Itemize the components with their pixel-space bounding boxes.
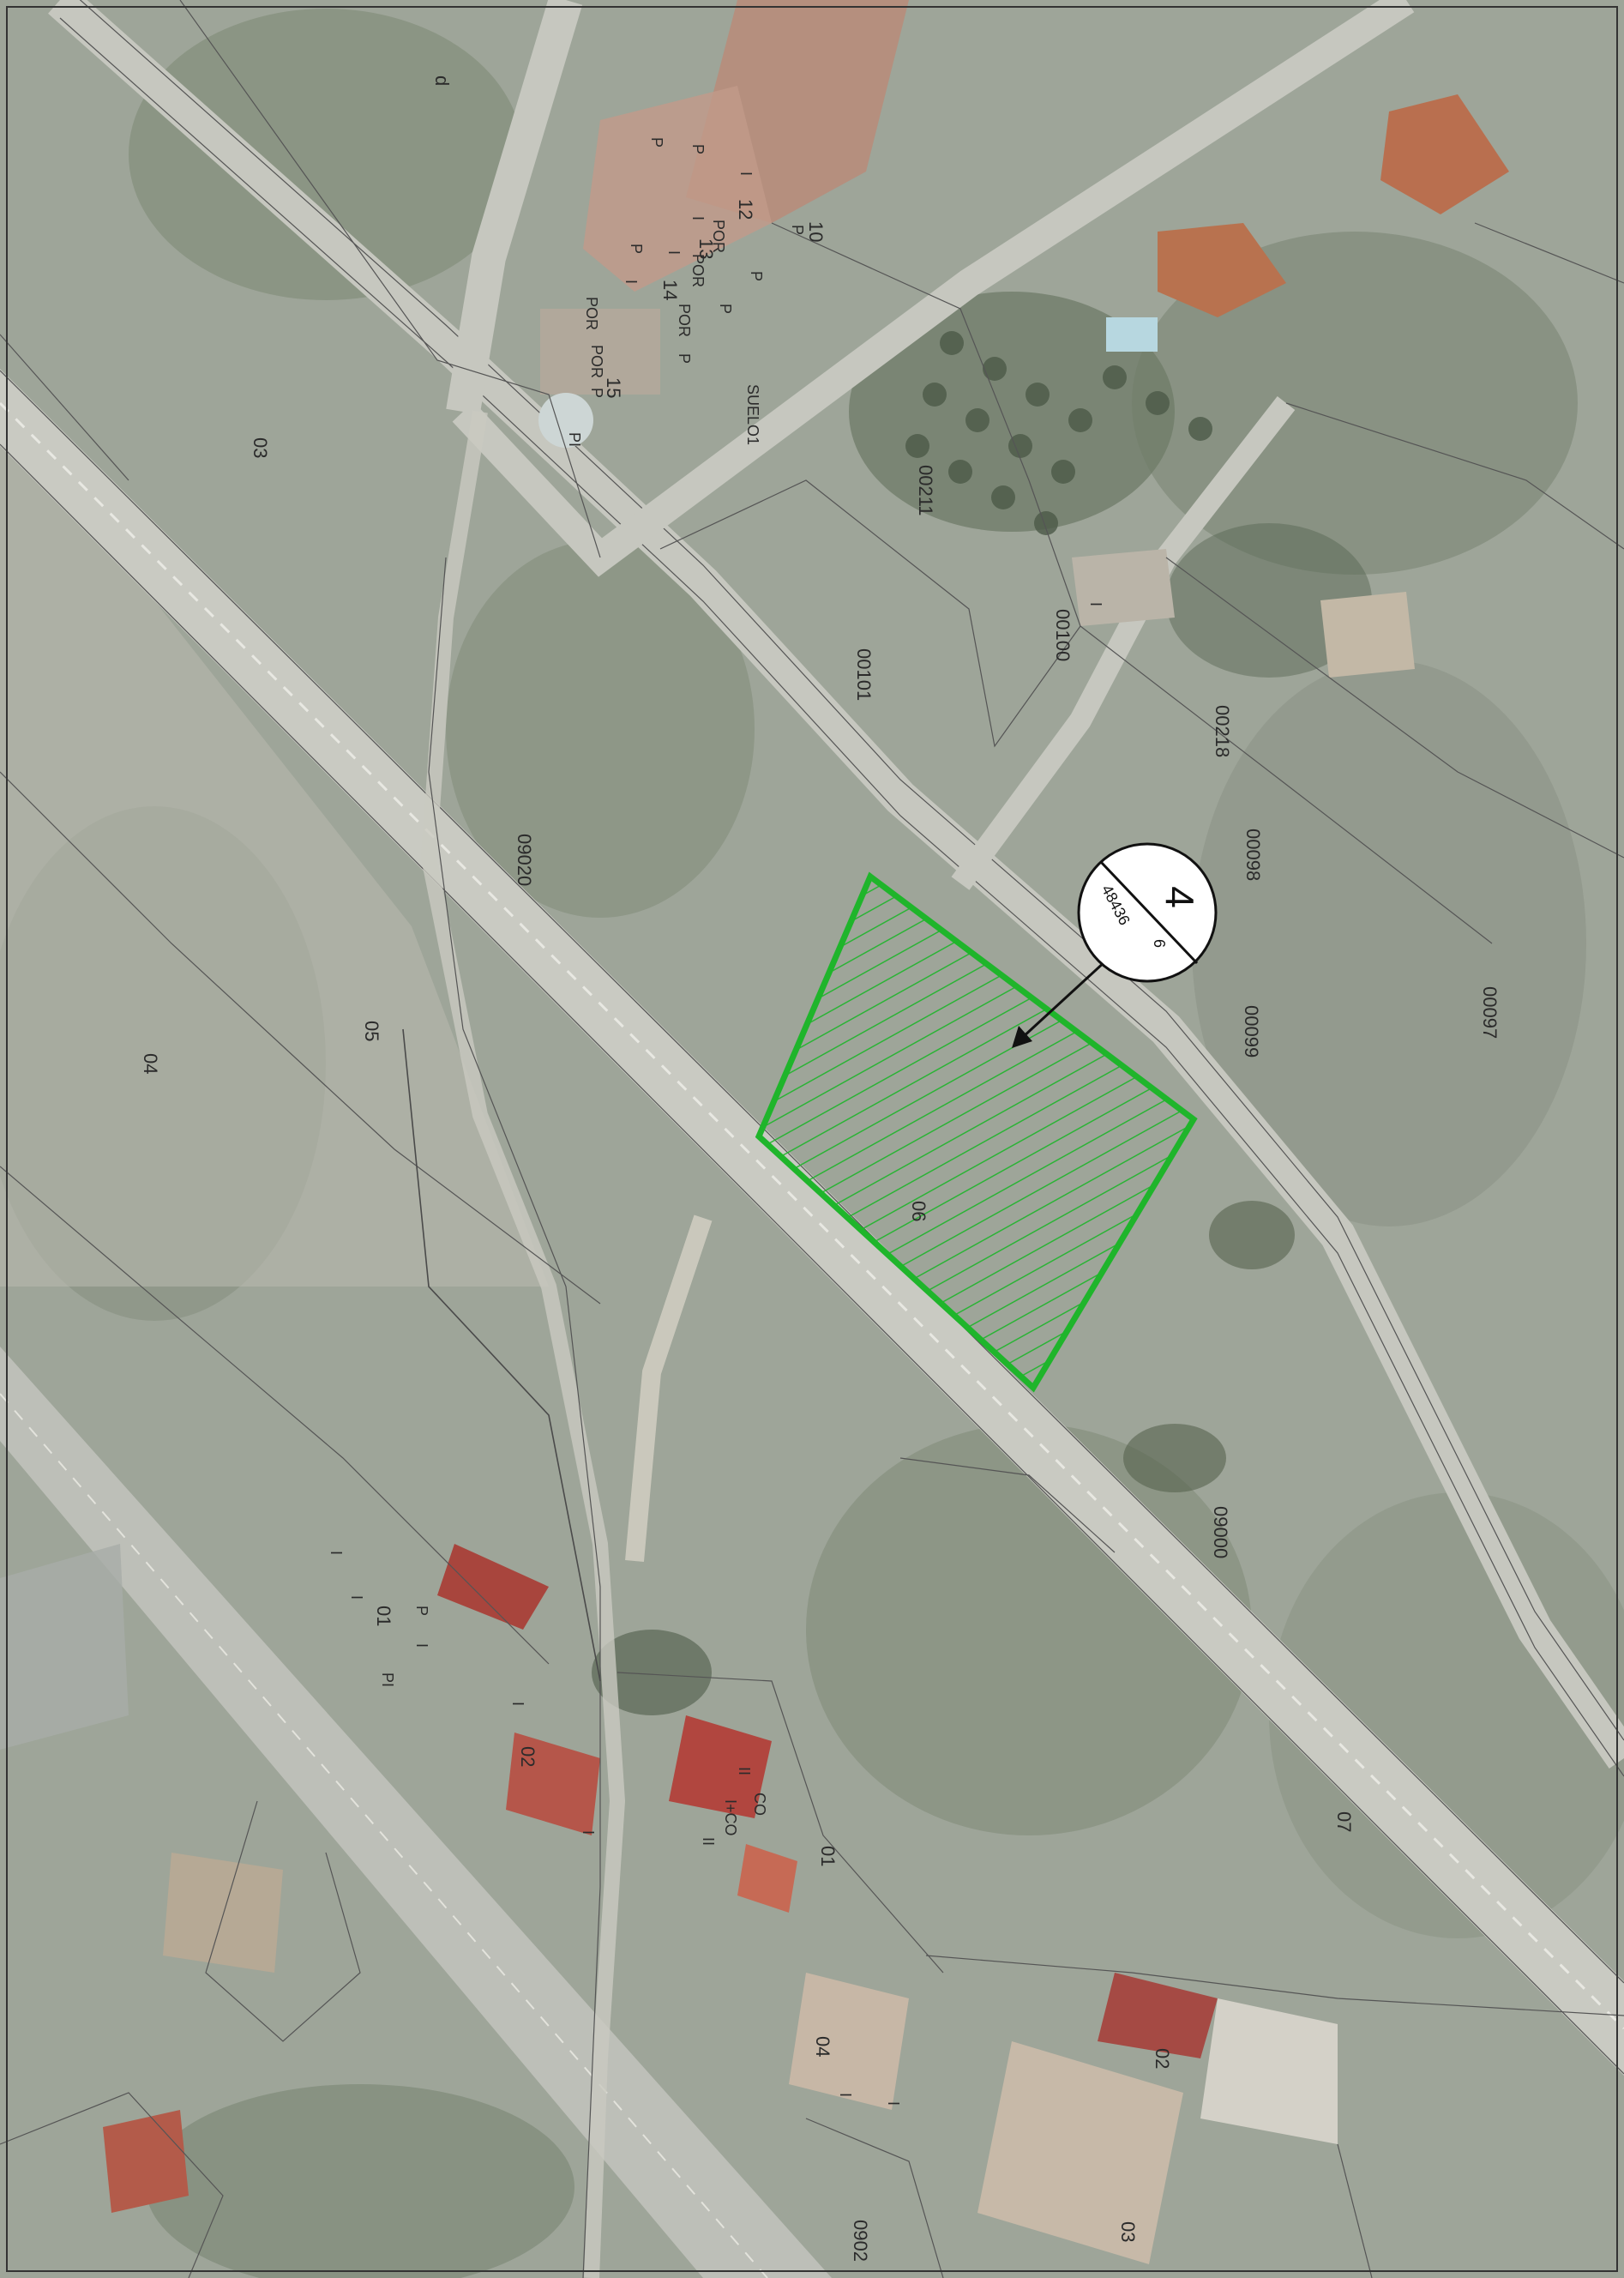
parcel-label: d bbox=[431, 75, 453, 86]
subunit-label: I bbox=[623, 280, 640, 284]
subunit-label: I bbox=[348, 1595, 365, 1600]
subunit-label: P bbox=[789, 225, 806, 235]
avenue-road bbox=[0, 1347, 832, 2278]
callout-leader bbox=[1020, 959, 1108, 1040]
parcel-label: 00100 bbox=[1052, 609, 1074, 661]
parcel-label: 12 bbox=[735, 199, 756, 220]
parcel-label: 15 bbox=[603, 377, 624, 398]
subunit-label: I bbox=[837, 2093, 854, 2097]
parcel-label: 14 bbox=[659, 280, 681, 300]
parcel-label: 06 bbox=[908, 1201, 929, 1221]
upper-road bbox=[48, 0, 1624, 1777]
buildings-bottom bbox=[0, 1544, 1338, 2264]
subunit-label: P bbox=[676, 353, 693, 364]
subunit-label: II bbox=[736, 1767, 753, 1775]
parcel-label: 0902 bbox=[850, 2220, 871, 2262]
subunit-label: PI bbox=[566, 432, 583, 447]
parcel-label: 13 bbox=[695, 238, 717, 259]
subunit-label: II bbox=[700, 1837, 717, 1846]
subunit-label: I bbox=[737, 172, 755, 176]
parcel-label: 01 bbox=[817, 1846, 839, 1866]
parcel-label: SUELO1 bbox=[744, 384, 761, 445]
parcel-label: 09020 bbox=[514, 834, 535, 886]
parcel-label: 04 bbox=[812, 2036, 833, 2057]
subunit-label: P bbox=[717, 304, 734, 314]
parcel-label: 03 bbox=[250, 437, 271, 458]
subunit-label: I bbox=[689, 216, 707, 220]
subunit-label: P bbox=[648, 137, 665, 148]
subunit-label: POR bbox=[689, 254, 707, 287]
parcel-label: 04 bbox=[140, 1053, 161, 1074]
subunit-label: P bbox=[689, 144, 707, 154]
parcel-label: 02 bbox=[517, 1746, 538, 1767]
callout-number: 4 bbox=[1158, 886, 1202, 908]
parcel-label: 00097 bbox=[1479, 986, 1501, 1039]
subunit-label: P bbox=[413, 1606, 430, 1616]
subunit-label: POR bbox=[676, 304, 693, 337]
subunit-label: I bbox=[580, 1830, 597, 1835]
vegetation-areas bbox=[0, 9, 1624, 2278]
parcel-label: 05 bbox=[361, 1021, 382, 1041]
orchard bbox=[905, 331, 1212, 535]
subunit-label: PI bbox=[379, 1672, 396, 1687]
subunit-label: I bbox=[885, 2101, 902, 2106]
subunit-label: P bbox=[628, 244, 645, 254]
subunit-label: P bbox=[748, 271, 765, 281]
parcel-label: 00211 bbox=[915, 465, 936, 516]
parcel-label: 10 bbox=[805, 221, 827, 242]
parcel-label: 00098 bbox=[1242, 829, 1264, 881]
parcel-labels: d 03 10 12 13 14 15 SUELO1 00211 00100 0… bbox=[140, 75, 1501, 2262]
parcel-06-hatch bbox=[759, 877, 1194, 1388]
subunit-label: POR bbox=[710, 220, 727, 253]
parcel-callout: 4 48436 6 bbox=[1012, 842, 1218, 1048]
parcel-06-outline bbox=[755, 871, 1198, 1393]
subunit-label: POR bbox=[588, 345, 605, 378]
subunit-label: I bbox=[665, 250, 683, 255]
parcel-label: 03 bbox=[1117, 2221, 1139, 2242]
parcel-label: 02 bbox=[1152, 2048, 1173, 2069]
subunit-label: I bbox=[509, 1702, 526, 1706]
parcel-label: 07 bbox=[1333, 1811, 1355, 1832]
subunit-label: POR bbox=[583, 297, 600, 330]
subunit-label: I+CO bbox=[722, 1799, 739, 1836]
parcel-label: 00101 bbox=[853, 648, 875, 701]
subunit-label: I bbox=[328, 1551, 345, 1555]
highlighted-parcel bbox=[755, 871, 1198, 1393]
subunit-label: I bbox=[413, 1643, 430, 1648]
parcel-label: 09000 bbox=[1210, 1506, 1231, 1558]
callout-page: 6 bbox=[1151, 939, 1168, 948]
dirt-track bbox=[420, 410, 626, 2278]
callout-arrowhead bbox=[1012, 1026, 1032, 1048]
map-frame bbox=[6, 6, 1618, 2272]
subunit-label: I bbox=[1087, 602, 1104, 606]
parcel-label: 01 bbox=[373, 1606, 394, 1626]
parcel-label: 00099 bbox=[1241, 1005, 1262, 1058]
subunit-labels: P I P POR P I POR P I POR P POR POR P PI… bbox=[328, 137, 1104, 2106]
subunit-label: CO bbox=[751, 1793, 768, 1816]
parcel-label: 00218 bbox=[1212, 705, 1233, 757]
bare-field bbox=[0, 446, 549, 1287]
buildings-top bbox=[538, 0, 1509, 678]
subunit-label: P bbox=[588, 388, 605, 398]
